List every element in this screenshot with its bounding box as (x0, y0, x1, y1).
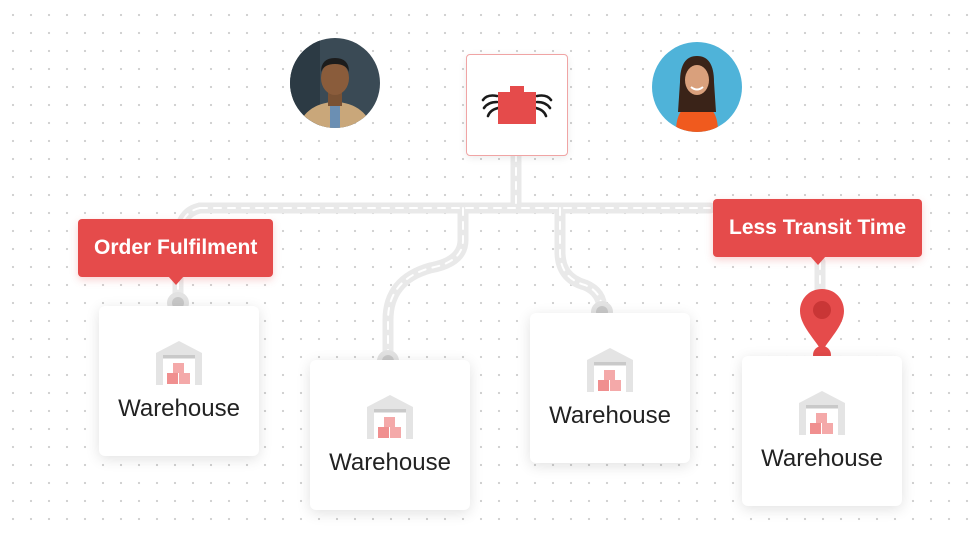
warehouse-card: Warehouse (530, 313, 690, 463)
hub-logo-box (466, 54, 568, 156)
warehouse-label: Warehouse (761, 445, 883, 472)
less-transit-time-callout: Less Transit Time (713, 199, 923, 265)
customer-avatar-woman (652, 42, 742, 132)
warehouse-label: Warehouse (329, 449, 451, 476)
warehouse-icon (367, 395, 413, 439)
location-pin-icon (800, 289, 844, 364)
warehouse-icon (587, 348, 633, 392)
warehouse-icon (156, 341, 202, 385)
warehouse-label: Warehouse (118, 395, 240, 422)
warehouse-card: Warehouse (99, 306, 259, 456)
warehouse-icon (799, 391, 845, 435)
winged-box-logo-icon (481, 86, 553, 124)
customer-avatar-man (290, 38, 380, 128)
order-fulfilment-callout: Order Fulfilment (78, 219, 274, 285)
warehouse-card: Warehouse (742, 356, 902, 506)
warehouse-card: Warehouse (310, 360, 470, 510)
warehouse-label: Warehouse (549, 402, 671, 429)
